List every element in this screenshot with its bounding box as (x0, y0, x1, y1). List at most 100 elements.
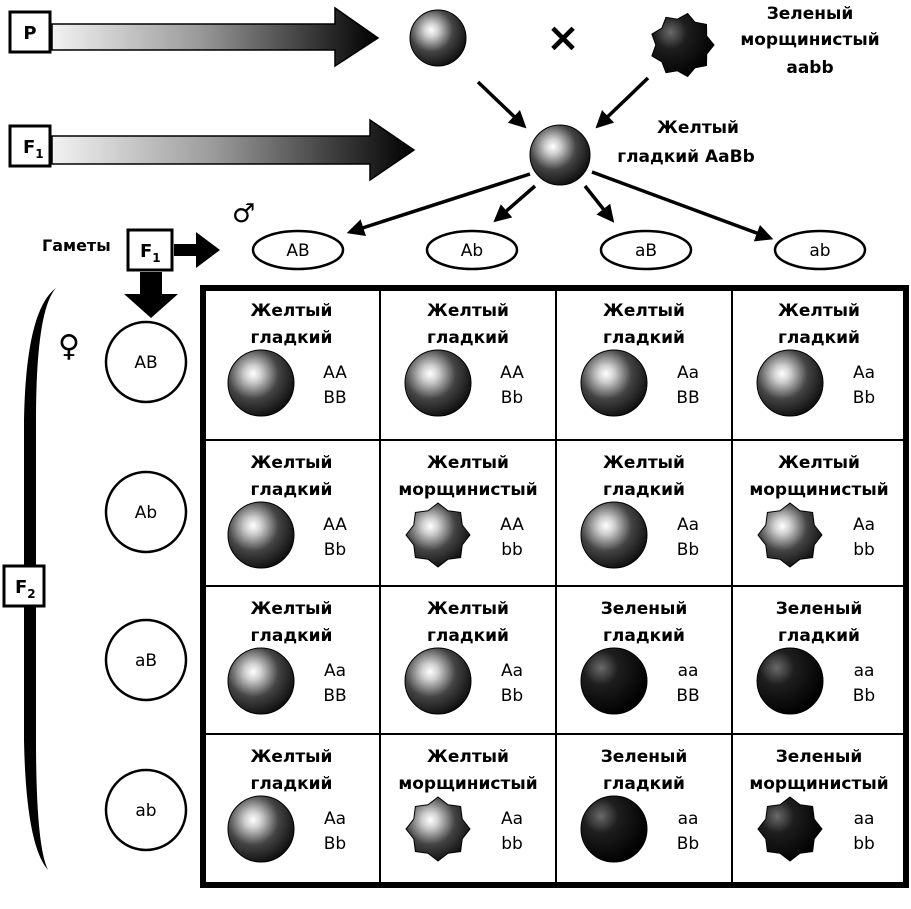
female-gamete-label: Ab (135, 503, 157, 523)
cell-genotype-a: Aa (501, 809, 523, 829)
cell-genotype-a: aa (854, 809, 875, 829)
seed-wrinkled (405, 796, 471, 862)
cell-phenotype-shape: гладкий (778, 626, 860, 646)
seed-round (404, 349, 472, 417)
cell-genotype-a: aa (678, 809, 699, 829)
cell-phenotype-color: Желтый (778, 301, 860, 321)
cell-genotype-a: aa (678, 661, 699, 681)
cell-phenotype-shape: гладкий (603, 328, 685, 348)
cell-phenotype-color: Желтый (603, 453, 685, 473)
cell-genotype-b: bb (501, 540, 523, 560)
p-arrow (51, 6, 380, 68)
gametes-label: Гаметы (42, 236, 111, 255)
male-gamete-label: AB (286, 241, 309, 261)
female-gamete-circle (104, 618, 188, 702)
female-gametes: AB Ab aB ab (104, 320, 188, 852)
seed-round (227, 647, 295, 715)
cell-genotype-b: BB (676, 388, 699, 408)
female-gamete: AB (104, 320, 188, 404)
seed-wrinkled (757, 796, 823, 862)
seed-round (580, 795, 648, 863)
cell-genotype-a: Aa (324, 809, 346, 829)
seed-round (404, 647, 472, 715)
male-gamete-oval (773, 229, 867, 271)
male-gamete-oval (599, 229, 693, 271)
cell-phenotype-color: Желтый (251, 747, 333, 767)
f1-phenotype-line1: Желтый (657, 118, 739, 138)
cell-phenotype-color: Зеленый (601, 747, 688, 767)
arrow-p1-to-f1 (476, 80, 527, 129)
female-gamete-circle (104, 320, 188, 404)
female-gamete-circle (104, 768, 188, 852)
cell-phenotype-color: Желтый (427, 453, 509, 473)
seed-round (580, 647, 648, 715)
parents-row: P × Зеленый морщинистый aabb (8, 4, 880, 78)
cell-genotype-b: Bb (853, 388, 875, 408)
arrow-f1-to-gamete-AB (346, 172, 531, 237)
cell-phenotype-shape: гладкий (251, 774, 333, 794)
cell-genotype-a: Aa (677, 363, 699, 383)
seed-round (756, 647, 824, 715)
p2-genotype: aabb (786, 58, 833, 78)
female-gamete-label: aB (135, 651, 157, 671)
female-symbol: ♀ (58, 329, 80, 364)
cell-genotype-a: AA (500, 515, 524, 535)
cell-genotype-a: Aa (853, 515, 875, 535)
male-gamete-oval (251, 229, 345, 271)
punnett-square: ЖелтыйгладкийAABBЖелтыйгладкийAABbЖелтый… (200, 285, 909, 888)
cell-genotype-b: Bb (501, 686, 523, 706)
male-symbol: ♂ (232, 199, 255, 229)
gametes-down-arrow (124, 272, 178, 318)
cell-genotype-b: BB (676, 686, 699, 706)
seed-round (227, 501, 295, 569)
arrow-f1-to-gamete-aB (583, 184, 615, 223)
cell-genotype-b: Bb (501, 388, 523, 408)
cell-phenotype-color: Зеленый (601, 599, 688, 619)
female-gamete: ab (104, 768, 188, 852)
seed-wrinkled (757, 502, 823, 568)
cell-phenotype-color: Желтый (427, 747, 509, 767)
f2-bracket (24, 288, 56, 870)
cell-genotype-a: Aa (853, 363, 875, 383)
female-gamete: Ab (104, 470, 188, 554)
cell-phenotype-shape: гладкий (427, 328, 509, 348)
cell-phenotype-color: Зеленый (776, 599, 863, 619)
cell-genotype-a: AA (323, 515, 347, 535)
gametes-f1-box (126, 228, 174, 272)
p2-phenotype-line2: морщинистый (740, 30, 879, 50)
p2-phenotype-line1: Зеленый (767, 4, 854, 24)
arrow-p2-to-f1 (595, 76, 650, 129)
female-gamete-label: ab (135, 801, 156, 821)
cell-phenotype-color: Желтый (251, 453, 333, 473)
male-gamete-oval (425, 229, 519, 271)
cell-genotype-a: Aa (501, 661, 523, 681)
f1-yellow-round-seed (529, 124, 591, 186)
cell-phenotype-color: Зеленый (776, 747, 863, 767)
cell-genotype-b: bb (501, 834, 523, 854)
f1-phenotype-line2: гладкий AaBb (617, 147, 755, 167)
cell-phenotype-color: Желтый (427, 301, 509, 321)
parent-yellow-round-seed (409, 9, 467, 67)
cell-phenotype-color: Желтый (251, 301, 333, 321)
seed-round (227, 795, 295, 863)
cell-phenotype-shape: гладкий (778, 328, 860, 348)
male-gamete-label: ab (809, 241, 830, 261)
cell-phenotype-shape: гладкий (251, 328, 333, 348)
cell-phenotype-shape: гладкий (251, 480, 333, 500)
seed-wrinkled (405, 502, 471, 568)
cell-phenotype-shape: гладкий (427, 626, 509, 646)
cell-genotype-b: Bb (324, 540, 346, 560)
female-gamete: aB (104, 618, 188, 702)
cell-phenotype-shape: гладкий (603, 626, 685, 646)
male-gamete-label: aB (635, 241, 657, 261)
cell-genotype-a: AA (500, 363, 524, 383)
